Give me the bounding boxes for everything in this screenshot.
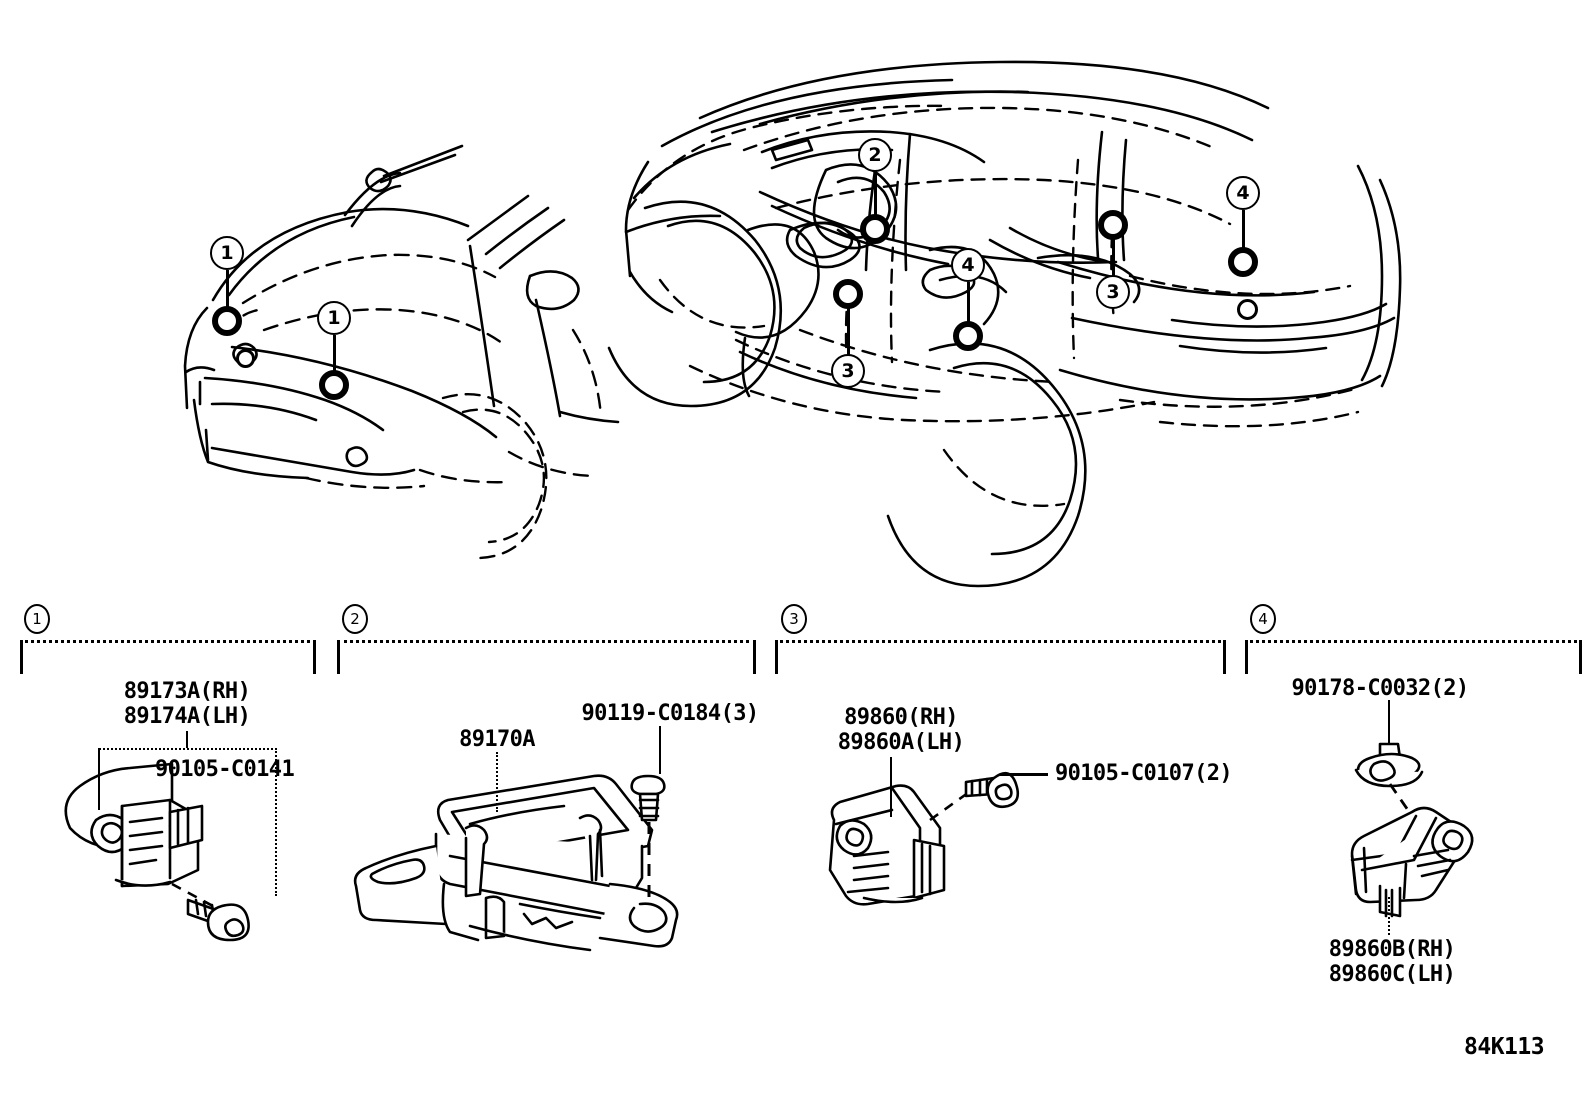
- label-89860-RH: 89860(RH): [844, 705, 958, 730]
- label-89860B-RH: 89860B(RH): [1328, 937, 1456, 962]
- leader-89860B-up: [1387, 897, 1390, 935]
- leader-90178-down: [1387, 700, 1391, 744]
- label-89860A-LH: 89860A(LH): [837, 730, 965, 755]
- group-badge-4[interactable]: 4: [1250, 604, 1276, 634]
- callout-location-4-rear-center[interactable]: [953, 321, 983, 351]
- label-89174A-LH: 89174A(LH): [123, 704, 251, 729]
- leader-90105-C0107-horizontal: [1000, 773, 1048, 776]
- diagram-code: 84K113: [1464, 1034, 1545, 1060]
- group-badge-2[interactable]: 2: [342, 604, 368, 634]
- callout-location-1-front-left[interactable]: [212, 306, 242, 336]
- leader-89174A-to-part: [97, 748, 101, 810]
- rear-body-detail-circle: [1237, 299, 1258, 320]
- callout-location-2-rear[interactable]: [860, 214, 890, 244]
- callout-stem-3-rear-left: [846, 308, 850, 356]
- leader-89174A-stub: [185, 731, 189, 748]
- group-bracket-3: [775, 640, 1226, 674]
- group-badge-3[interactable]: 3: [781, 604, 807, 634]
- leader-89860A-down: [889, 757, 893, 817]
- label-90119-C0184: 90119-C0184(3): [581, 701, 759, 726]
- callout-stem-2-rear: [873, 172, 877, 218]
- label-90105-C0107: 90105-C0107(2): [1055, 761, 1233, 786]
- group-bracket-1: [20, 640, 316, 674]
- leader-90119-down: [658, 726, 662, 774]
- callout-number-1-front-right[interactable]: 1: [317, 301, 351, 335]
- callout-location-3-rear-right[interactable]: [1098, 210, 1128, 240]
- callout-number-4-rear-center[interactable]: 4: [951, 248, 985, 282]
- callout-location-3-rear-left[interactable]: [833, 279, 863, 309]
- callout-number-3-rear-left[interactable]: 3: [831, 354, 865, 388]
- group-bracket-4: [1245, 640, 1582, 674]
- leader-90105-C0141-down: [274, 748, 277, 896]
- callout-number-3-rear-right[interactable]: 3: [1096, 275, 1130, 309]
- callout-location-1-front-right[interactable]: [319, 370, 349, 400]
- callout-number-4-rear-right[interactable]: 4: [1226, 176, 1260, 210]
- leader-89174A-horizontal: [99, 748, 277, 750]
- callout-stem-4-rear-right: [1241, 210, 1245, 257]
- label-90178-C0032: 90178-C0032(2): [1291, 676, 1469, 701]
- label-90105-C0141: 90105-C0141: [155, 757, 295, 782]
- callout-number-2-rear[interactable]: 2: [858, 138, 892, 172]
- label-89170A: 89170A: [459, 727, 535, 752]
- leader-89170A-down: [495, 752, 498, 812]
- callout-number-1-front-left[interactable]: 1: [210, 236, 244, 270]
- label-89860C-LH: 89860C(LH): [1328, 962, 1456, 987]
- label-89173A-RH: 89173A(RH): [123, 679, 251, 704]
- front-body-detail-circle: [236, 349, 255, 368]
- group-bracket-2: [337, 640, 756, 674]
- group-badge-1[interactable]: 1: [24, 604, 50, 634]
- callout-location-4-rear-right[interactable]: [1228, 247, 1258, 277]
